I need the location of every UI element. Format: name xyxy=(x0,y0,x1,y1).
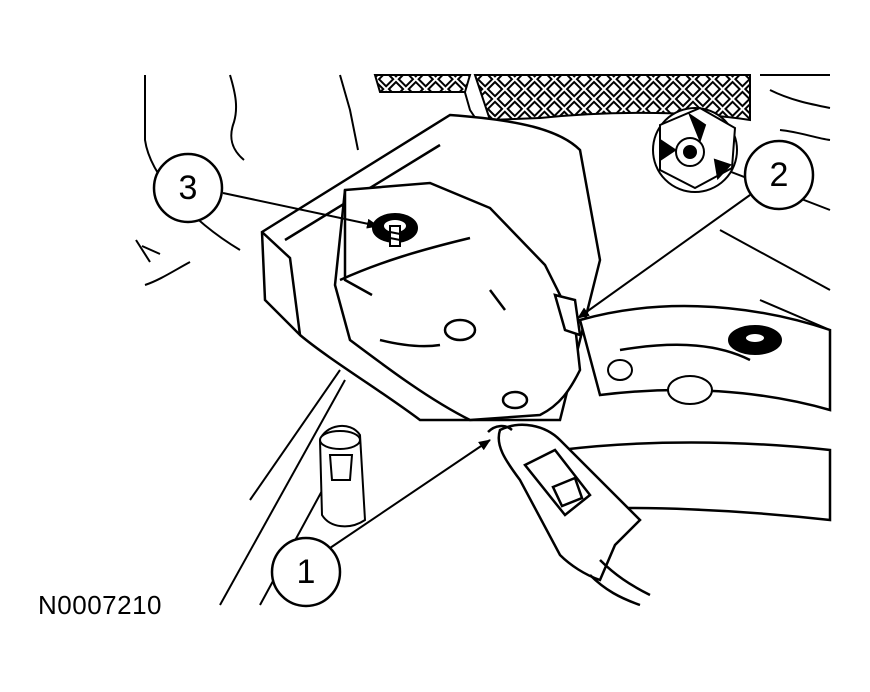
fastener-right xyxy=(607,325,782,405)
leader-lines xyxy=(222,192,751,549)
callout-1: 1 xyxy=(270,536,342,608)
figure-id: N0007210 xyxy=(38,590,162,620)
mounting-nut-upper xyxy=(652,106,738,193)
electrical-connector xyxy=(487,423,651,607)
grille-mesh xyxy=(373,74,751,122)
callout-2-label: 2 xyxy=(770,156,789,194)
fastener-left xyxy=(318,425,367,528)
callout-2: 2 xyxy=(743,139,815,211)
callout-3-label: 3 xyxy=(179,169,198,207)
callout-3: 3 xyxy=(152,152,224,224)
mounting-bolt xyxy=(372,213,418,247)
callout-1-label: 1 xyxy=(297,553,316,591)
